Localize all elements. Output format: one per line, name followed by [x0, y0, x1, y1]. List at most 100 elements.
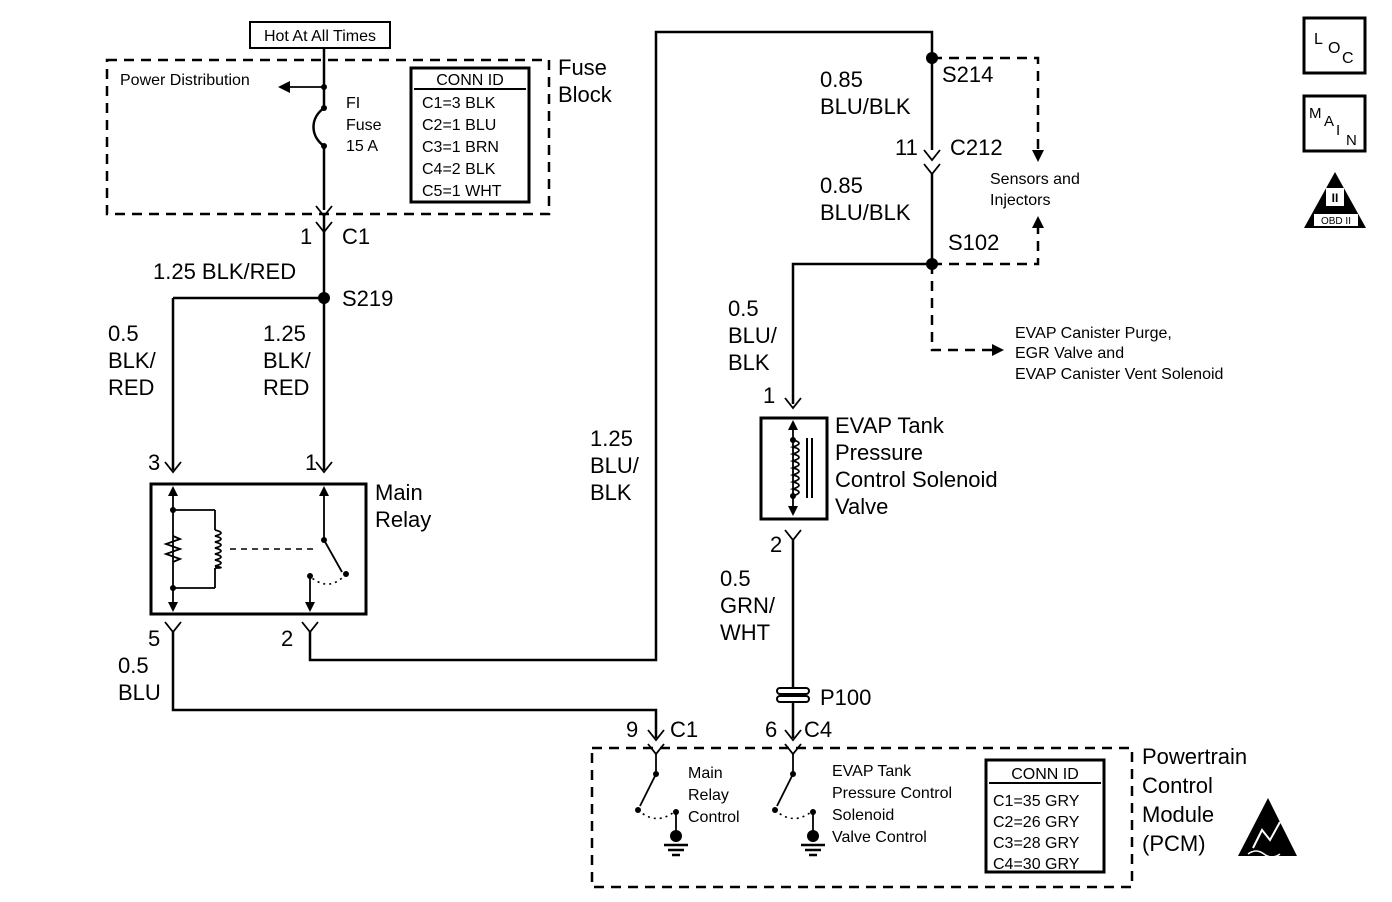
svg-text:BLK/: BLK/: [263, 348, 312, 373]
wire-label-c212: 0.85: [820, 173, 863, 198]
svg-text:15 A: 15 A: [346, 138, 378, 155]
svg-text:1: 1: [300, 224, 312, 249]
svg-text:Hot At All Times: Hot At All Times: [264, 28, 376, 45]
svg-text:P100: P100: [820, 685, 871, 710]
fuse-block-connector-c1: 1 C1: [300, 205, 370, 249]
main-relay-title: Main: [375, 480, 423, 505]
relay-coil-icon: [214, 529, 222, 569]
wire-label-mid-gauge: 1.25: [263, 321, 306, 346]
svg-text:Control: Control: [688, 809, 740, 826]
connector-c212: 11 C212: [895, 135, 1003, 176]
main-icon: M A I N: [1302, 94, 1367, 153]
svg-text:I: I: [1336, 122, 1340, 139]
svg-text:BLU: BLU: [118, 680, 161, 705]
svg-text:2: 2: [281, 626, 293, 651]
ground-icon: [801, 843, 825, 857]
svg-text:C5=1 WHT: C5=1 WHT: [422, 183, 502, 200]
svg-text:S214: S214: [942, 62, 993, 87]
svg-text:EGR Valve and: EGR Valve and: [1015, 345, 1124, 362]
svg-text:C4=30 GRY: C4=30 GRY: [993, 856, 1080, 873]
svg-text:CONN ID: CONN ID: [1011, 766, 1079, 783]
svg-text:C2=26 GRY: C2=26 GRY: [993, 814, 1080, 831]
pcm-connector-c1: 9 C1: [626, 717, 698, 756]
svg-text:2: 2: [770, 532, 782, 557]
fuse-block: Fuse Block Power Distribution FI Fuse 15…: [105, 55, 613, 216]
wire-label-left-gauge: 0.5: [108, 321, 139, 346]
fuse-icon: [312, 106, 325, 148]
arrow-right-icon: [992, 344, 1004, 356]
svg-text:Solenoid: Solenoid: [832, 807, 894, 824]
arrow-left-icon: [278, 81, 290, 93]
svg-text:WHT: WHT: [720, 620, 770, 645]
obd-ii-icon: II OBD II: [1304, 172, 1366, 228]
svg-text:6: 6: [765, 717, 777, 742]
svg-text:C2=1 BLU: C2=1 BLU: [422, 117, 496, 134]
svg-text:Fuse: Fuse: [346, 117, 382, 134]
svg-text:3: 3: [148, 450, 160, 475]
svg-text:1: 1: [763, 383, 775, 408]
svg-text:S219: S219: [342, 286, 393, 311]
svg-text:C3=28 GRY: C3=28 GRY: [993, 835, 1080, 852]
hot-at-all-times-label: Hot At All Times: [249, 21, 391, 49]
main-relay: 3 1 Main Relay 5 2: [148, 450, 431, 651]
svg-text:Block: Block: [558, 82, 613, 107]
pass-through-p100: P100: [776, 685, 871, 710]
ground-icon: [664, 843, 688, 857]
svg-text:BLU/: BLU/: [590, 453, 640, 478]
svg-text:Injectors: Injectors: [990, 192, 1050, 209]
svg-text:C1=35 GRY: C1=35 GRY: [993, 793, 1080, 810]
power-distribution-label: Power Distribution: [120, 72, 250, 89]
svg-text:BLK: BLK: [728, 350, 770, 375]
svg-text:C3=1 BRN: C3=1 BRN: [422, 139, 499, 156]
wire-label-evap-supply: 0.5: [728, 296, 759, 321]
evap-solenoid-title: EVAP Tank: [835, 413, 945, 438]
svg-text:1: 1: [305, 450, 317, 475]
svg-text:C1: C1: [670, 717, 698, 742]
svg-text:BLU/: BLU/: [728, 323, 778, 348]
arrow-up-icon: [1032, 216, 1044, 228]
svg-text:Pressure: Pressure: [835, 440, 923, 465]
svg-text:N: N: [1346, 132, 1357, 149]
svg-text:C: C: [1342, 50, 1354, 67]
esd-warning-icon: [1238, 798, 1297, 858]
pcm-title: Powertrain: [1142, 744, 1247, 769]
svg-text:BLU/BLK: BLU/BLK: [820, 200, 911, 225]
svg-text:BLK: BLK: [590, 480, 632, 505]
svg-text:Relay: Relay: [375, 507, 431, 532]
wire-label-blu-blk-125: 1.25: [590, 426, 633, 451]
relay-resistor-icon: [163, 535, 183, 563]
svg-text:OBD II: OBD II: [1321, 216, 1351, 227]
svg-text:L: L: [1314, 31, 1323, 48]
svg-text:O: O: [1328, 40, 1340, 57]
svg-text:C4=2 BLK: C4=2 BLK: [422, 161, 496, 178]
svg-text:S102: S102: [948, 230, 999, 255]
loc-icon: L O C: [1302, 16, 1367, 75]
pcm-module: Powertrain Control Module (PCM) Main Rel…: [590, 744, 1297, 889]
svg-text:C4: C4: [804, 717, 832, 742]
wire-label-s214: 0.85: [820, 67, 863, 92]
evap-tank-pressure-solenoid: 1 2 EVAP Tank Pressure Control Solenoid …: [759, 383, 998, 557]
wire-label-blk-red-125: 1.25 BLK/RED: [153, 259, 296, 284]
svg-text:11: 11: [895, 135, 918, 160]
svg-text:C212: C212: [950, 135, 1003, 160]
svg-text:Relay: Relay: [688, 787, 729, 804]
wire-label-grn-wht: 0.5: [720, 566, 751, 591]
evap-destination-label: EVAP Canister Purge,: [1015, 325, 1172, 342]
svg-text:5: 5: [148, 626, 160, 651]
svg-text:9: 9: [626, 717, 638, 742]
wire-label-blu: 0.5: [118, 653, 149, 678]
fuse-block-title: Fuse: [558, 55, 607, 80]
svg-text:BLK/: BLK/: [108, 348, 157, 373]
svg-text:Pressure Control: Pressure Control: [832, 785, 952, 802]
pcm-connector-c4: 6 C4: [765, 717, 832, 756]
svg-text:RED: RED: [108, 375, 154, 400]
svg-text:CONN ID: CONN ID: [436, 72, 504, 89]
fuse-block-conn-table: CONN ID C1=3 BLK C2=1 BLU C3=1 BRN C4=2 …: [409, 66, 531, 204]
svg-text:BLU/BLK: BLU/BLK: [820, 94, 911, 119]
svg-text:EVAP Canister Vent Solenoid: EVAP Canister Vent Solenoid: [1015, 366, 1223, 383]
svg-text:Module: Module: [1142, 802, 1214, 827]
svg-text:A: A: [1324, 113, 1334, 130]
svg-text:(PCM): (PCM): [1142, 831, 1206, 856]
svg-text:Control: Control: [1142, 773, 1213, 798]
